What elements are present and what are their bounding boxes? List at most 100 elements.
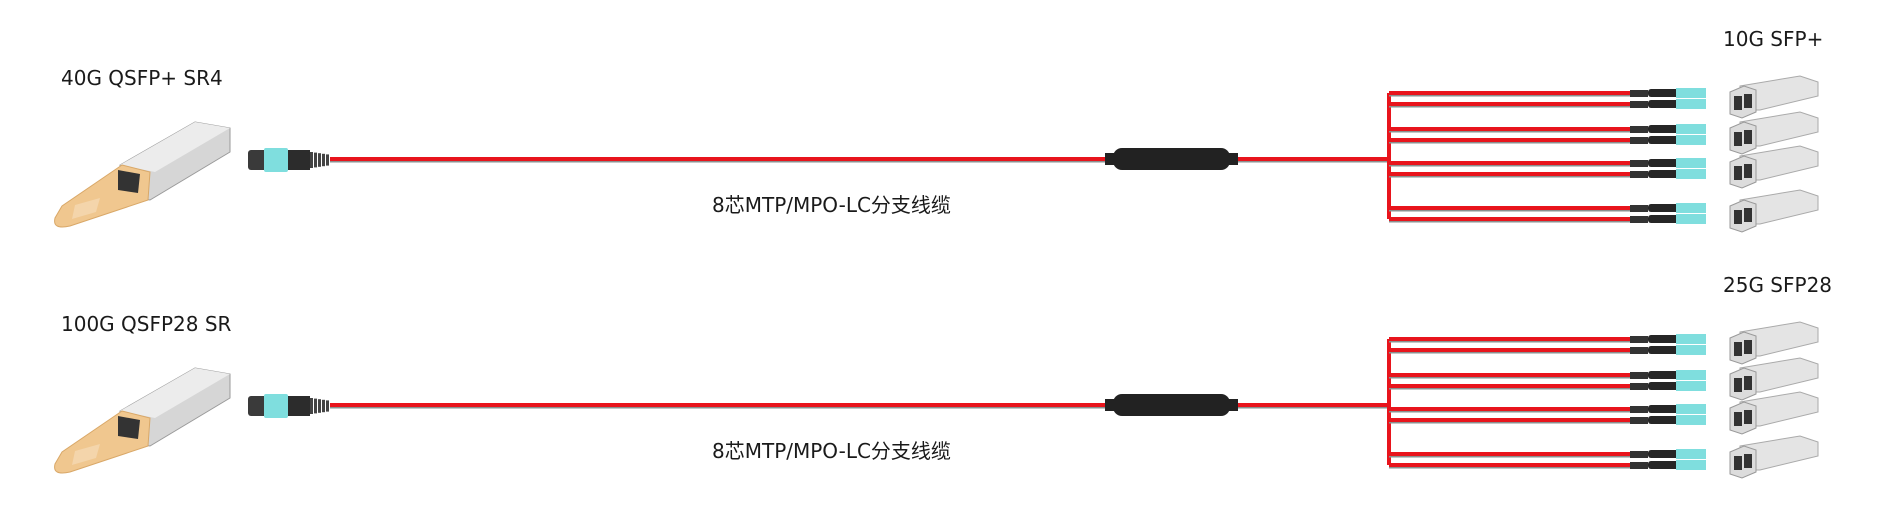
lc-boot <box>1630 347 1648 354</box>
sfp-port <box>1744 340 1752 354</box>
lc-boot <box>1630 137 1648 144</box>
lc-boot <box>1630 451 1648 458</box>
lc-housing <box>1676 449 1706 459</box>
lc-housing <box>1676 404 1706 414</box>
lc-housing <box>1676 88 1706 98</box>
mpo-boot-rib <box>322 399 325 413</box>
mpo-boot-rib <box>310 152 313 168</box>
lc-boot <box>1630 372 1648 379</box>
cable-label-2: 8芯MTP/MPO-LC分支线缆 <box>712 439 951 463</box>
sfp-front <box>1729 445 1757 479</box>
mpo-boot-rib <box>326 154 329 166</box>
lc-connector <box>1630 124 1706 134</box>
sfp-port <box>1744 208 1752 222</box>
lc-housing <box>1676 214 1706 224</box>
lc-boot <box>1630 406 1648 413</box>
lc-housing <box>1676 334 1706 344</box>
sfp-port <box>1734 132 1742 146</box>
cable-assembly-2 <box>54 321 1819 479</box>
lc-connector <box>1630 169 1706 179</box>
sfp-front <box>1729 199 1757 233</box>
sfp-module <box>1729 145 1819 189</box>
lc-connector <box>1630 381 1706 391</box>
lc-boot <box>1630 101 1648 108</box>
sfp-port <box>1734 96 1742 110</box>
cable-assembly-1 <box>54 75 1819 233</box>
mpo-housing <box>264 394 288 418</box>
sfp-front <box>1729 155 1757 189</box>
lc-boot <box>1630 462 1648 469</box>
mpo-boot-rib <box>310 398 313 414</box>
lc-housing <box>1676 370 1706 380</box>
sfp-module <box>1729 391 1819 435</box>
lc-housing <box>1676 415 1706 425</box>
sfp-front <box>1729 121 1757 155</box>
qsfp-port <box>118 170 140 193</box>
sfp-port <box>1734 456 1742 470</box>
lc-connector <box>1630 334 1706 344</box>
mpo-ferrule <box>248 396 268 416</box>
sfp-port <box>1744 94 1752 108</box>
lc-connector <box>1630 158 1706 168</box>
mpo-housing <box>264 148 288 172</box>
pull-tab-grip <box>72 198 100 219</box>
source-module-label-1: 40G QSFP+ SR4 <box>61 66 223 90</box>
lc-boot <box>1630 205 1648 212</box>
sfp-module <box>1729 189 1819 233</box>
lc-boot <box>1630 417 1648 424</box>
sfp-port <box>1744 410 1752 424</box>
sfp-port <box>1734 210 1742 224</box>
sfp-module <box>1729 111 1819 155</box>
pull-tab-grip <box>72 444 100 465</box>
sfp-front <box>1729 401 1757 435</box>
lc-boot <box>1630 171 1648 178</box>
sfp-module <box>1729 435 1819 479</box>
mpo-boot-rib <box>322 153 325 167</box>
lc-boot <box>1630 160 1648 167</box>
lc-boot <box>1630 383 1648 390</box>
lc-connector <box>1630 203 1706 213</box>
lc-boot <box>1630 336 1648 343</box>
mpo-ferrule <box>248 150 268 170</box>
lc-connector <box>1630 415 1706 425</box>
sfp-port <box>1744 164 1752 178</box>
sfp-module <box>1729 357 1819 401</box>
qsfp-module <box>54 121 231 228</box>
sfp-front <box>1729 331 1757 365</box>
target-module-label-2: 25G SFP28 <box>1723 273 1833 297</box>
lc-connector <box>1630 88 1706 98</box>
sfp-module <box>1729 321 1819 365</box>
sfp-port <box>1744 130 1752 144</box>
lc-housing <box>1676 99 1706 109</box>
sfp-port <box>1734 166 1742 180</box>
mpo-connector <box>248 394 329 418</box>
mpo-boot-rib <box>326 400 329 412</box>
breakout-boot <box>1113 394 1230 416</box>
mpo-connector <box>248 148 329 172</box>
lc-connector <box>1630 135 1706 145</box>
lc-housing <box>1676 135 1706 145</box>
qsfp-port <box>118 416 140 439</box>
lc-connector <box>1630 404 1706 414</box>
lc-connector <box>1630 370 1706 380</box>
lc-connector <box>1630 460 1706 470</box>
lc-boot <box>1630 126 1648 133</box>
lc-connector <box>1630 214 1706 224</box>
cable-label-1: 8芯MTP/MPO-LC分支线缆 <box>712 193 951 217</box>
lc-housing <box>1676 203 1706 213</box>
lc-housing <box>1676 460 1706 470</box>
mpo-boot-rib <box>314 398 317 414</box>
sfp-port <box>1734 342 1742 356</box>
lc-connector <box>1630 345 1706 355</box>
qsfp-module <box>54 367 231 474</box>
sfp-module <box>1729 75 1819 119</box>
lc-housing <box>1676 158 1706 168</box>
lc-housing <box>1676 345 1706 355</box>
sfp-front <box>1729 367 1757 401</box>
mpo-boot-rib <box>318 153 321 167</box>
sfp-port <box>1734 378 1742 392</box>
lc-connector <box>1630 449 1706 459</box>
mpo-body <box>288 396 310 416</box>
lc-housing <box>1676 381 1706 391</box>
